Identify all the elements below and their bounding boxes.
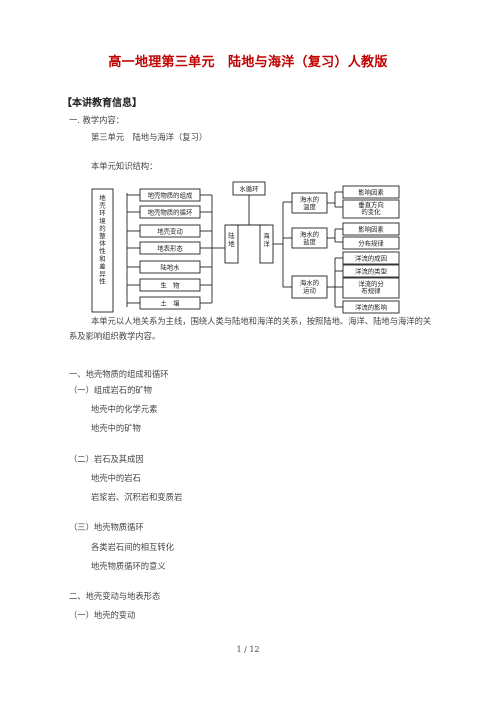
- line-11: 二、地壳变动与地表形态: [69, 591, 161, 601]
- line-9: 各类岩石间的相互转化: [91, 542, 174, 552]
- line-2: （一）组成岩石的矿物: [69, 385, 152, 395]
- line-8: （三）地壳物质循环: [69, 522, 144, 532]
- right-box-label-8: 洋流的影响: [355, 303, 387, 312]
- line-5: （二）岩石及其成因: [69, 454, 144, 464]
- right-box-label-4: 分布规律: [358, 239, 384, 248]
- left-box-label-2: 地壳物质的循环: [148, 208, 193, 217]
- right-box-label-7: 洋流的分布规律: [358, 279, 384, 295]
- teaching-content-text: 第三单元 陆地与海洋（复习）: [91, 132, 208, 142]
- left-box-label-1: 地壳物质的组成: [148, 191, 193, 200]
- left-vertical-box: [91, 188, 114, 313]
- mid-box-label-salinity: 海水的盐度: [300, 230, 319, 247]
- line-10: 地壳物质循环的意义: [91, 561, 166, 571]
- right-box-label-5: 洋流的成因: [355, 254, 387, 263]
- mid-box-label-movement: 海水的运动: [300, 278, 319, 295]
- right-box-label-3: 影响因素: [358, 225, 384, 234]
- water-cycle-label: 水循环: [239, 184, 259, 193]
- right-box-label-6: 洋流的类型: [355, 267, 388, 276]
- line-1: 一、地壳物质的组成和循环: [69, 369, 169, 379]
- left-vertical-label: 地壳环境的整体性和差异性: [99, 193, 106, 286]
- section-heading-teaching-content: 一. 教学内容：: [69, 115, 125, 125]
- page-number: 1 / 12: [236, 645, 260, 654]
- left-box-label-4: 地表形态: [157, 244, 183, 253]
- knowledge-structure-label: 本单元知识结构：: [91, 161, 158, 171]
- document-title: 高一地理第三单元 陆地与海洋（复习）人教版: [108, 55, 388, 70]
- mid-box-label-temperature: 海水的温度: [300, 195, 319, 212]
- left-box-label-7: 土 壤: [160, 299, 180, 308]
- info-heading: 【本讲教育信息】: [62, 98, 142, 109]
- right-box-label-1: 影响因素: [358, 188, 384, 197]
- left-box-label-6: 生 物: [160, 281, 180, 290]
- left-box-label-5: 陆地水: [160, 263, 180, 272]
- land-label: 陆地: [228, 231, 235, 248]
- intro-paragraph: 本单元以人地关系为主线，围绕人类与陆地和海洋的关系，按照陆地、海洋、陆地与海洋的…: [69, 316, 432, 341]
- line-6: 地壳中的岩石: [91, 473, 141, 483]
- ocean-label: 海洋: [263, 231, 270, 248]
- line-7: 岩浆岩、沉积岩和变质岩: [91, 492, 183, 502]
- left-box-label-3: 地壳变动: [157, 227, 183, 236]
- line-12: （一）地壳的变动: [69, 610, 136, 620]
- right-box-label-2: 垂直方向的变化: [358, 200, 384, 216]
- line-3: 地壳中的化学元素: [91, 404, 158, 414]
- line-4: 地壳中的矿物: [91, 423, 141, 433]
